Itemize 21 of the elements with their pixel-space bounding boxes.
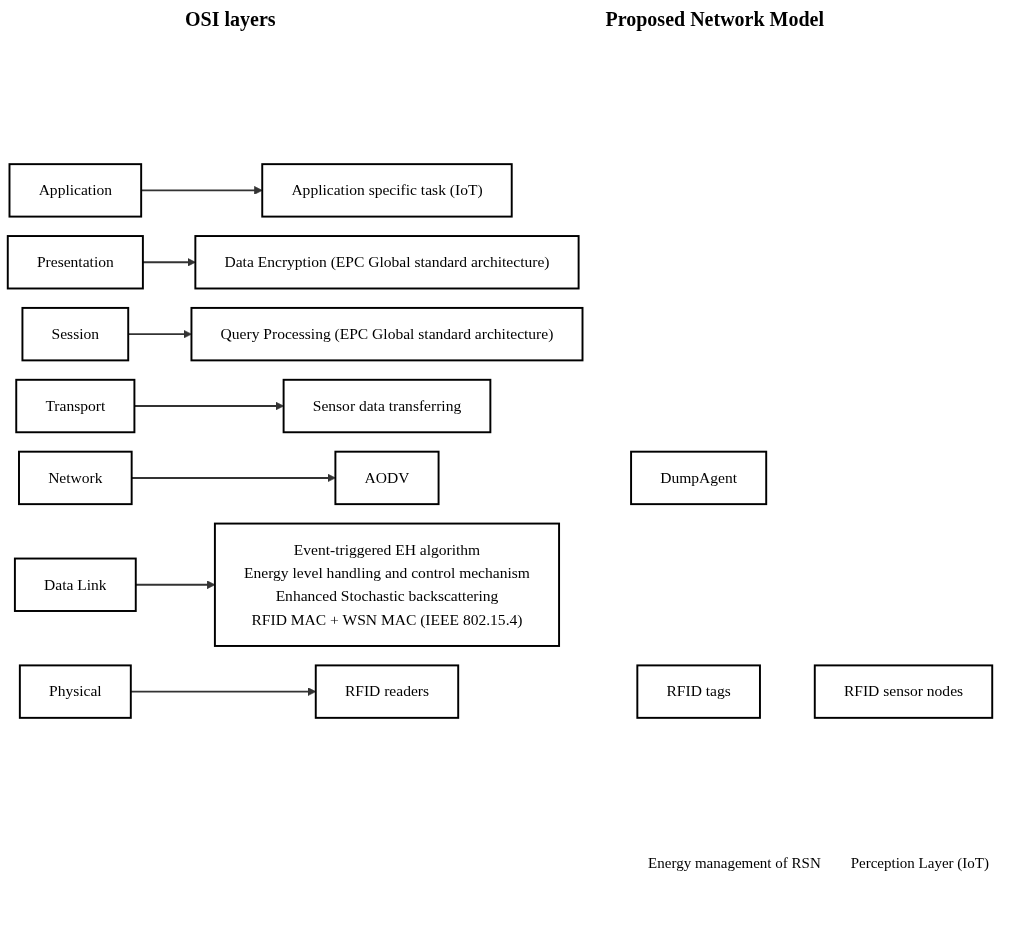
node-box: RFID tags <box>636 664 761 719</box>
node-box: Event-triggered EH algorithm Energy level handling and control mechanism Enhanced Stochastic backscattering RFID MAC + WSN MAC (IEEE 802.15.4) <box>213 522 561 647</box>
column-heading: Proposed Network Model <box>605 8 824 31</box>
node-box: Network <box>18 450 133 506</box>
node-box: Query Processing (EPC Global standard architecture) <box>190 306 584 362</box>
node-box: Session <box>21 306 130 362</box>
node-box: Data Link <box>13 557 137 612</box>
node-box: Presentation <box>6 235 144 290</box>
node-box: RFID sensor nodes <box>813 664 994 719</box>
node-box: Sensor data transferring <box>282 378 492 434</box>
bracket-note: Perception Layer (IoT) <box>850 855 989 872</box>
node-box: DumpAgent <box>630 450 768 506</box>
node-box: Application <box>8 163 143 218</box>
node-box: Transport <box>15 378 136 434</box>
bracket-note: Energy management of RSN <box>648 855 821 872</box>
node-box: Data Encryption (EPC Global standard architecture) <box>194 235 580 290</box>
node-box: Physical <box>18 664 132 719</box>
column-heading: OSI layers <box>185 8 276 31</box>
node-box: AODV <box>334 450 440 506</box>
node-box: RFID readers <box>314 664 460 719</box>
node-box: Application specific task (IoT) <box>261 163 513 218</box>
